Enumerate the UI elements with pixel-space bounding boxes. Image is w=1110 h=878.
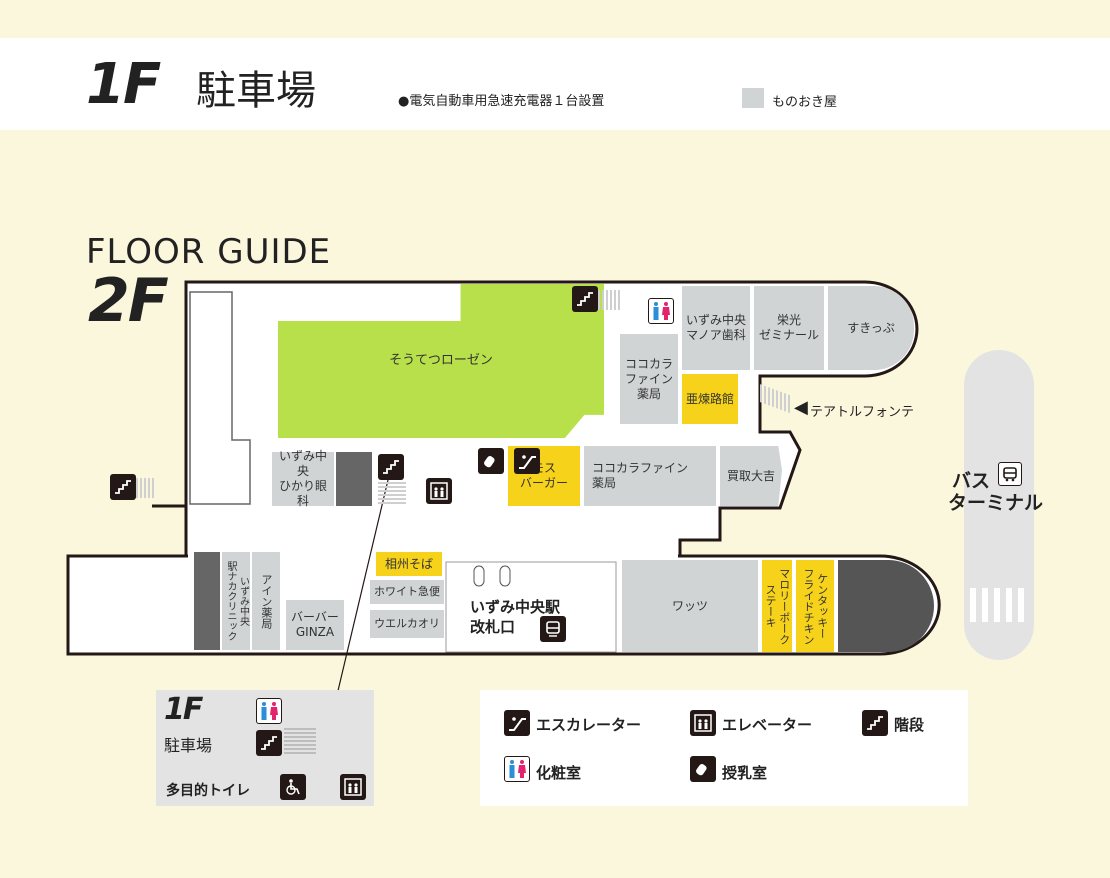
stairs-band-center	[378, 482, 406, 504]
store-kfc[interactable]: ケンタッキー フライドチキン	[796, 560, 834, 652]
legend-elevator-icon	[690, 710, 716, 736]
inset-stairs-band	[284, 728, 316, 754]
train-icon	[540, 616, 566, 642]
store-izumi-manoa[interactable]: いずみ中央 マノア歯科	[682, 286, 750, 370]
store-barber[interactable]: バーバー GINZA	[286, 600, 344, 650]
store-arenji[interactable]: 亜煉路館	[682, 374, 738, 424]
stairs-band-top	[598, 290, 620, 310]
legend-panel	[480, 690, 968, 806]
stairs-icon-left[interactable]	[110, 474, 136, 500]
legend-restroom-icon	[504, 756, 530, 782]
store-barber-label: バーバー GINZA	[291, 610, 339, 639]
teatoru-label: テアトルフォンテ	[810, 405, 915, 420]
store-sukippu-label: すきっぷ	[847, 320, 895, 335]
store-clinic-label: いずみ中央 駅ナカクリニック	[225, 561, 249, 641]
charger-note: ●電気自動車用急速充電器１台設置	[398, 94, 605, 109]
store-arenji-label: 亜煉路館	[685, 391, 734, 406]
guide-floor: 2F	[88, 266, 169, 336]
inset-stairs-icon[interactable]	[256, 730, 282, 756]
store-clinic[interactable]: いずみ中央 駅ナカクリニック	[222, 552, 250, 650]
station-gate: 改札口	[470, 618, 516, 636]
elevator-icon-center[interactable]	[426, 478, 452, 504]
store-ain-label: アイン薬局	[259, 573, 273, 629]
store-izumi-manoa-label: いずみ中央 マノア歯科	[685, 313, 746, 342]
store-dark-end	[838, 560, 934, 652]
store-uel-label: ウエルカオリ	[374, 617, 440, 631]
legend-stairs-icon	[862, 710, 888, 736]
store-hikari-label: いずみ中央 ひかり眼科	[278, 449, 327, 508]
floor-guide-title: FLOOR GUIDE	[86, 232, 332, 272]
storage-legend-label: ものおき屋	[772, 95, 838, 110]
store-watts[interactable]: ワッツ	[622, 560, 758, 652]
bus-icon	[998, 462, 1022, 486]
stairs-icon-top[interactable]	[572, 286, 598, 312]
store-uel[interactable]: ウエルカオリ	[370, 610, 444, 638]
header-floor: 1F	[86, 52, 161, 117]
store-eiko[interactable]: 栄光 ゼミナール	[754, 286, 824, 370]
store-soutetsu-rosen-label: そうてつローゼン	[389, 352, 493, 368]
legend-nursing-icon	[690, 756, 716, 782]
store-ain[interactable]: アイン薬局	[252, 552, 280, 650]
inset-floor: 1F	[164, 692, 203, 727]
teatoru-arrow-icon: ◀	[794, 397, 808, 418]
escalator-icon-map[interactable]	[514, 448, 540, 474]
legend-nursing-label: 授乳室	[722, 764, 768, 782]
store-marori-label: マロリーポーク ステーキ	[764, 567, 791, 645]
store-sukippu[interactable]: すきっぷ	[828, 286, 914, 370]
store-cocokara-top[interactable]: ココカラ ファイン 薬局	[620, 334, 678, 424]
nursing-icon-map[interactable]	[478, 448, 504, 474]
store-kaitori-label: 買取大吉	[726, 468, 775, 483]
header-banner	[0, 38, 1110, 130]
stairs-icon-center[interactable]	[378, 454, 404, 480]
legend-elevator-label: エレベーター	[722, 716, 813, 734]
store-cocokara-top-label: ココカラ ファイン 薬局	[624, 356, 673, 401]
store-white-label: ホワイト急便	[374, 585, 440, 599]
legend-escalator-label: エスカレーター	[536, 716, 642, 734]
store-dark-block	[336, 452, 372, 506]
store-eiko-label: 栄光 ゼミナール	[758, 313, 819, 342]
stairs-band-left	[136, 478, 154, 498]
store-dark-left	[194, 552, 220, 650]
restroom-icon-top[interactable]	[648, 298, 674, 324]
bus-line1: バス	[952, 470, 991, 492]
store-cocokara-mid[interactable]: ココカラファイン 薬局	[584, 446, 716, 506]
inset-title: 駐車場	[164, 736, 213, 755]
inset-elevator-icon[interactable]	[340, 774, 366, 800]
store-kaitori[interactable]: 買取大吉	[720, 446, 782, 506]
store-kfc-label: ケンタッキー フライドチキン	[802, 567, 829, 645]
store-soshu-soba-label: 相州そば	[384, 556, 433, 571]
store-cocokara-mid-label: ココカラファイン 薬局	[592, 461, 689, 490]
storage-legend-swatch	[742, 88, 764, 108]
store-white[interactable]: ホワイト急便	[370, 580, 444, 604]
accessible-icon[interactable]	[280, 774, 306, 800]
store-marori[interactable]: マロリーポーク ステーキ	[762, 560, 792, 652]
legend-restroom-label: 化粧室	[536, 764, 582, 782]
inset-toilet-label: 多目的トイレ	[166, 783, 250, 799]
store-watts-label: ワッツ	[671, 598, 708, 613]
legend-escalator-icon	[504, 710, 530, 736]
inset-restroom-icon[interactable]	[256, 698, 282, 724]
station-name: いずみ中央駅	[470, 598, 561, 616]
store-soshu-soba[interactable]: 相州そば	[376, 552, 442, 576]
legend-stairs-label: 階段	[894, 716, 925, 734]
header-title: 駐車場	[196, 68, 316, 114]
bus-line2: ターミナル	[948, 492, 1044, 514]
store-hikari[interactable]: いずみ中央 ひかり眼科	[272, 449, 334, 508]
